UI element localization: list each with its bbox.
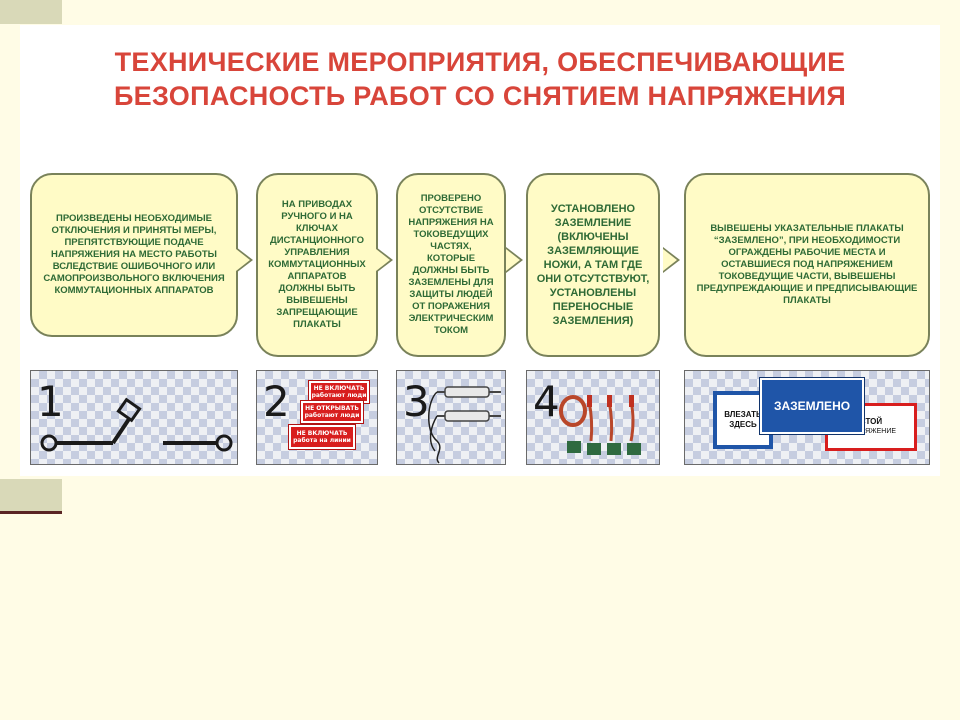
plate-vlezat-line-2: ЗДЕСЬ [729, 420, 757, 429]
panel-number-1: 1 [37, 377, 64, 426]
poster-title-line-1: ТЕХНИЧЕСКИЕ МЕРОПРИЯТИЯ, ОБЕСПЕЧИВАЮЩИЕ [114, 47, 846, 77]
open-switch-icon [40, 397, 233, 452]
warning-sign-2-text: НЕ ОТКРЫВАТЬ работают люди [304, 405, 360, 419]
poster-title: ТЕХНИЧЕСКИЕ МЕРОПРИЯТИЯ, ОБЕСПЕЧИВАЮЩИЕ … [20, 45, 940, 113]
illustration-panel-4: 4 [526, 370, 660, 465]
poster-title-line-2: БЕЗОПАСНОСТЬ РАБОТ СО СНЯТИЕМ НАПРЯЖЕНИЯ [113, 81, 847, 111]
flow-arrow-1-fill [236, 249, 250, 271]
warning-sign-1-text: НЕ ВКЛЮЧАТЬ работают люди [311, 385, 367, 399]
flow-arrow-2-fill [376, 249, 390, 271]
plate-vlezat-line-1: ВЛЕЗАТЬ [724, 410, 762, 419]
step-box-5: Вывешены указательные плакаты “Заземлено… [684, 173, 930, 357]
panel-number-3: 3 [403, 377, 430, 426]
flow-arrow-3-fill [506, 249, 520, 271]
voltage-tester-icon [428, 386, 501, 464]
slide-corner-bottom [0, 479, 62, 511]
illustration-panel-2: 2 НЕ ВКЛЮЧАТЬ работают люди НЕ ОТКРЫВАТЬ… [256, 370, 378, 465]
slide-corner-top [0, 0, 62, 24]
step-box-1: Произведены необходимые отключения и при… [30, 173, 238, 337]
panel-number-2: 2 [263, 377, 290, 426]
step-box-3: Проверено отсутствие напряжения на токов… [396, 173, 506, 357]
warning-sign-3: НЕ ВКЛЮЧАТЬ работа на линии [289, 425, 355, 449]
grounding-clamps-icon [559, 395, 641, 455]
step-box-2: На приводах ручного и на ключах дистанци… [256, 173, 378, 357]
illustration-panel-1: 1 [30, 370, 238, 465]
plate-stoi-line-2: НАПРЯЖЕНИЕ [845, 428, 897, 435]
plate-stoi-line-1: СТОЙ [859, 417, 883, 426]
step-box-4: Установлено заземление (включены заземля… [526, 173, 660, 357]
warning-sign-3-text: НЕ ВКЛЮЧАТЬ работа на линии [293, 430, 351, 444]
slide-divider-line [0, 511, 62, 514]
panel-number-4: 4 [533, 377, 560, 426]
warning-sign-2: НЕ ОТКРЫВАТЬ работают люди [301, 401, 363, 423]
illustration-panel-3: 3 [396, 370, 506, 465]
illustration-panel-5: ВЛЕЗАТЬ ЗДЕСЬ СТОЙ НАПРЯЖЕНИЕ ЗАЗЕМЛЕНО [684, 370, 930, 465]
flow-arrow-4-fill [663, 249, 677, 271]
warning-sign-1: НЕ ВКЛЮЧАТЬ работают люди [309, 381, 369, 403]
safety-poster: ТЕХНИЧЕСКИЕ МЕРОПРИЯТИЯ, ОБЕСПЕЧИВАЮЩИЕ … [20, 25, 940, 476]
plate-zazemleno: ЗАЗЕМЛЕНО [760, 378, 864, 434]
